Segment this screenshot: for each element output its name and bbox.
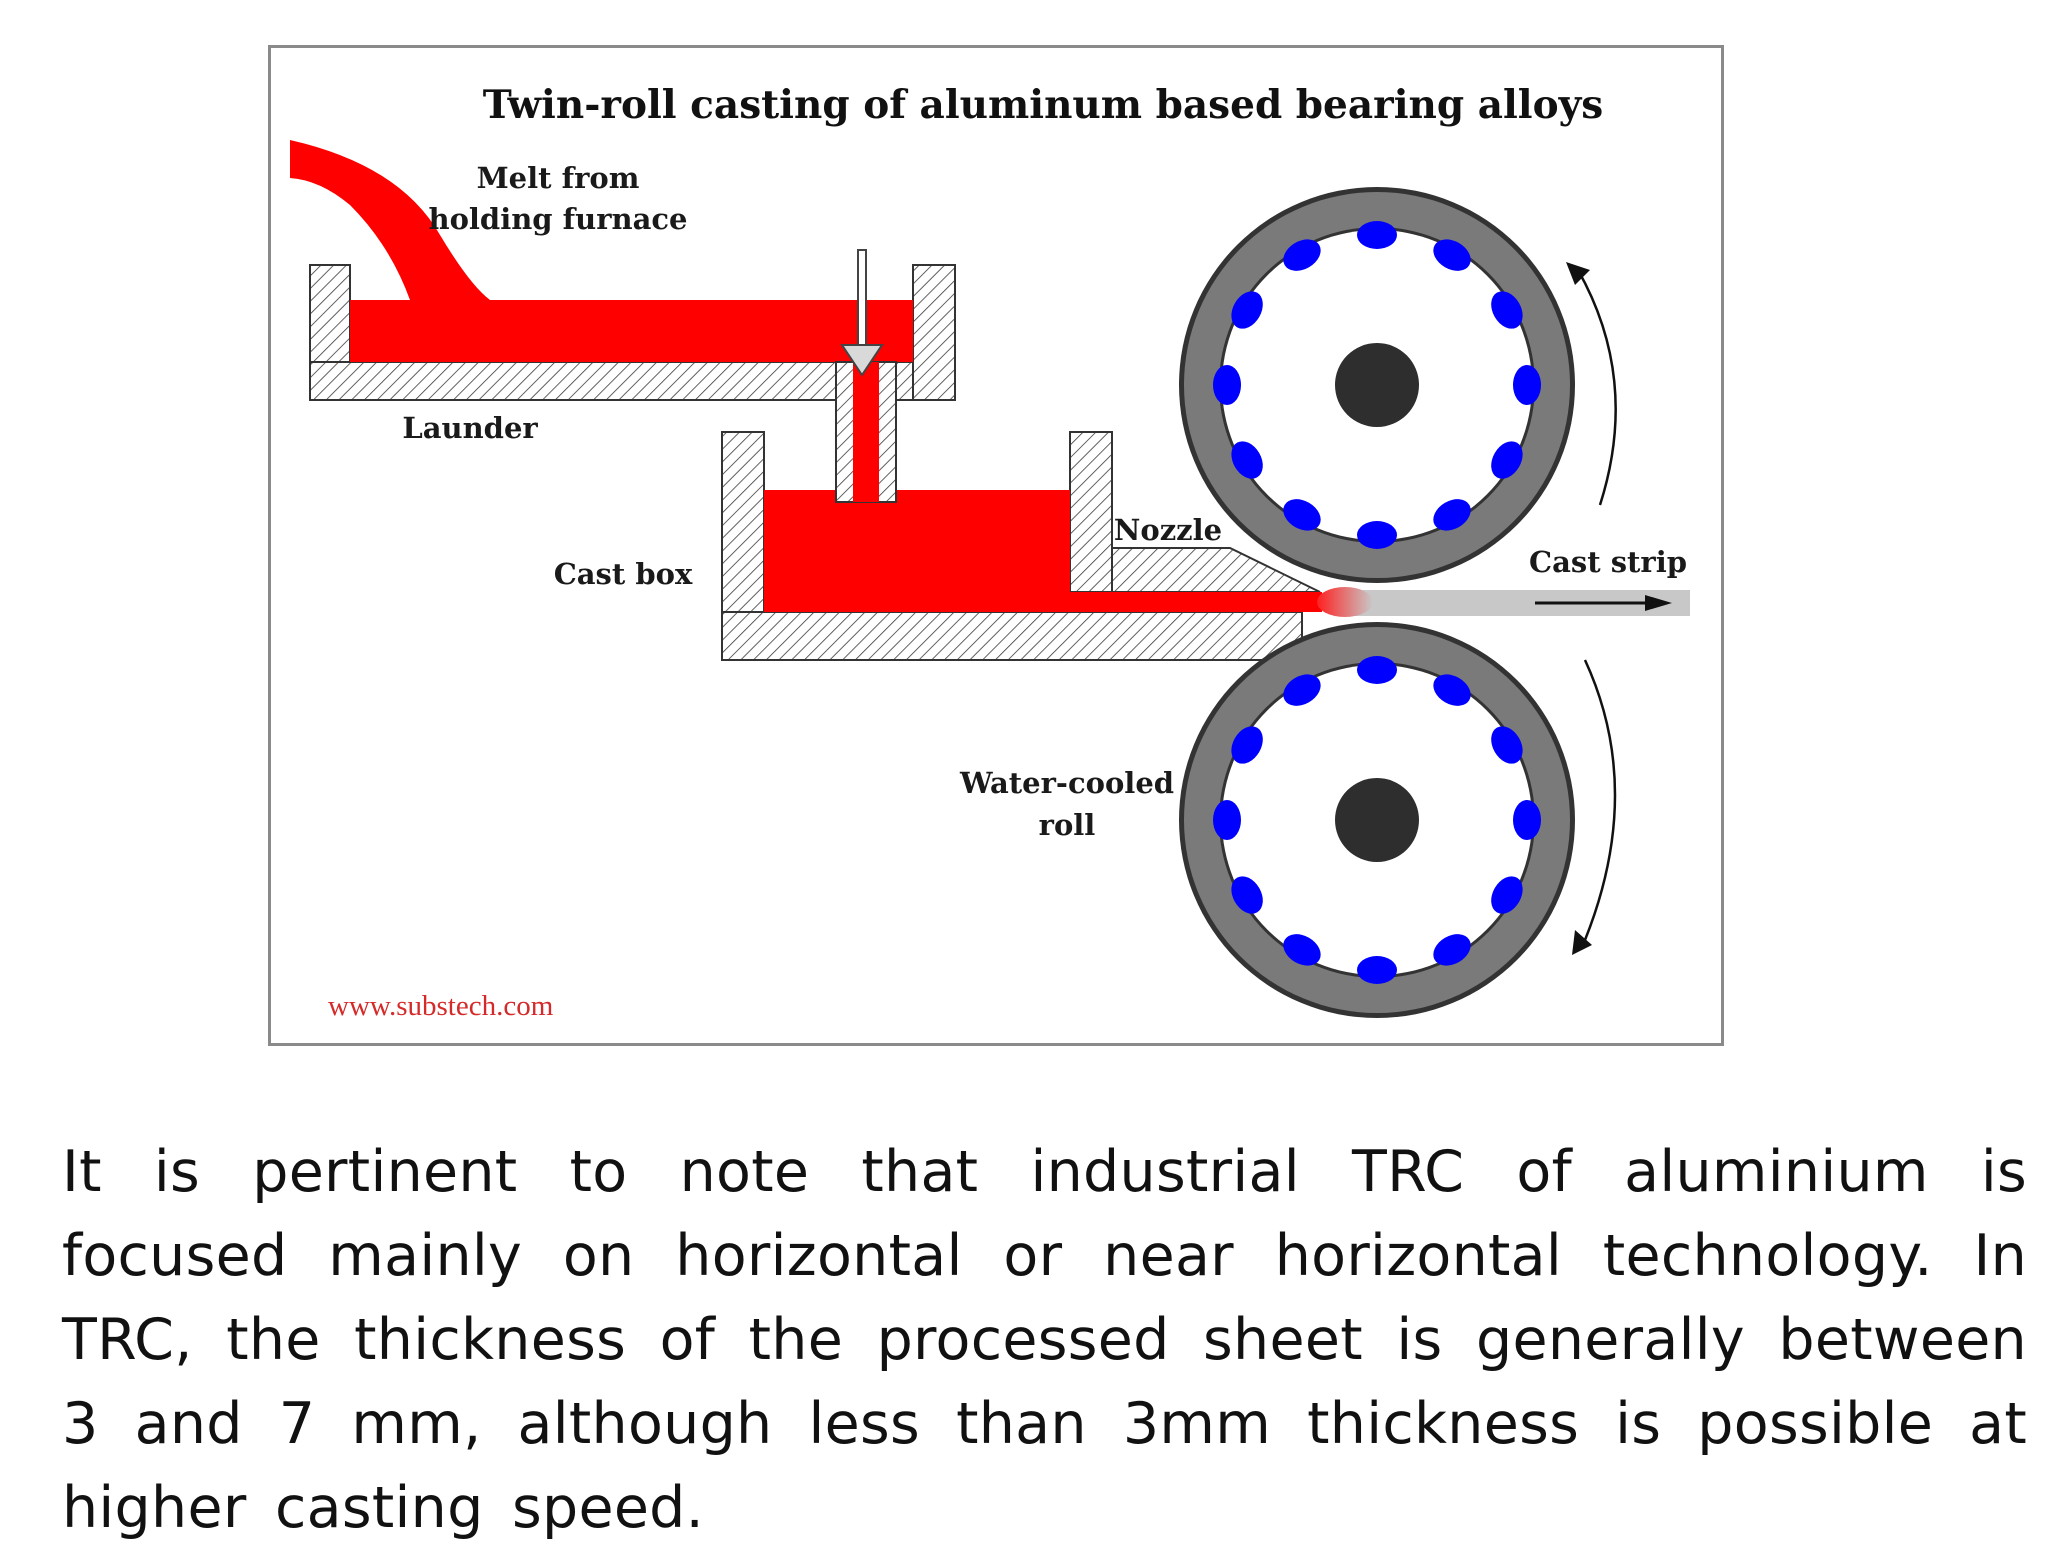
cast-box-melt [764, 490, 1070, 612]
roll-axle [1335, 778, 1419, 862]
cooling-channel [1491, 876, 1523, 914]
cooling-channel [1491, 291, 1523, 329]
cooling-channel [1283, 239, 1321, 271]
cooling-channel [1433, 239, 1471, 271]
cooling-channel [1213, 365, 1241, 405]
rotation-arrowhead-top [1566, 262, 1590, 285]
cast-box [721, 431, 1303, 661]
rotation-arrowhead-bottom [1572, 930, 1592, 955]
roll-axle [1335, 343, 1419, 427]
cooling-channel [1357, 956, 1397, 984]
cooling-channel [1513, 800, 1541, 840]
label-cast-box: Cast box [554, 557, 693, 591]
cooling-channel [1231, 441, 1263, 479]
cooling-channel [1357, 521, 1397, 549]
cooling-channel [1231, 876, 1263, 914]
cooling-channel [1491, 441, 1523, 479]
water-cooled-roll-top [1179, 187, 1575, 583]
direction-arrow-icon [1535, 595, 1672, 611]
twin-roll-casting-diagram: Twin-roll casting of aluminum based bear… [290, 82, 1690, 1022]
strip-solidification-tip [1317, 587, 1373, 617]
cooling-channel [1357, 221, 1397, 249]
label-cast-strip: Cast strip [1529, 545, 1687, 579]
cooling-channel [1283, 934, 1321, 966]
label-roll: roll [1039, 808, 1096, 842]
cooling-channel [1283, 499, 1321, 531]
water-cooled-roll-bottom [1179, 622, 1575, 1018]
label-nozzle: Nozzle [1114, 513, 1222, 547]
launder-melt [350, 300, 913, 362]
cooling-channel [1513, 365, 1541, 405]
melt-pour [290, 140, 490, 300]
cooling-channel [1357, 656, 1397, 684]
label-water-cooled: Water-cooled [959, 766, 1174, 800]
cooling-channel [1433, 934, 1471, 966]
watermark-url: www.substech.com [328, 990, 554, 1022]
caption-paragraph: It is pertinent to note that industrial … [62, 1139, 2027, 1541]
cooling-channel [1283, 674, 1321, 706]
rotation-arrow-icon [1583, 659, 1617, 941]
nozzle-melt [1070, 592, 1322, 612]
label-holding-furnace: holding furnace [428, 202, 687, 236]
cooling-channel [1491, 726, 1523, 764]
down-arrow-icon [840, 249, 884, 377]
diagram-title: Twin-roll casting of aluminum based bear… [483, 82, 1604, 128]
cooling-channel [1433, 674, 1471, 706]
label-launder: Launder [402, 411, 538, 445]
downspout [835, 361, 897, 503]
cooling-channel [1433, 499, 1471, 531]
label-melt-from: Melt from [477, 161, 640, 195]
rotation-arrow-icon [1576, 269, 1617, 506]
cooling-channel [1213, 800, 1241, 840]
cooling-channel [1231, 291, 1263, 329]
cooling-channel [1231, 726, 1263, 764]
